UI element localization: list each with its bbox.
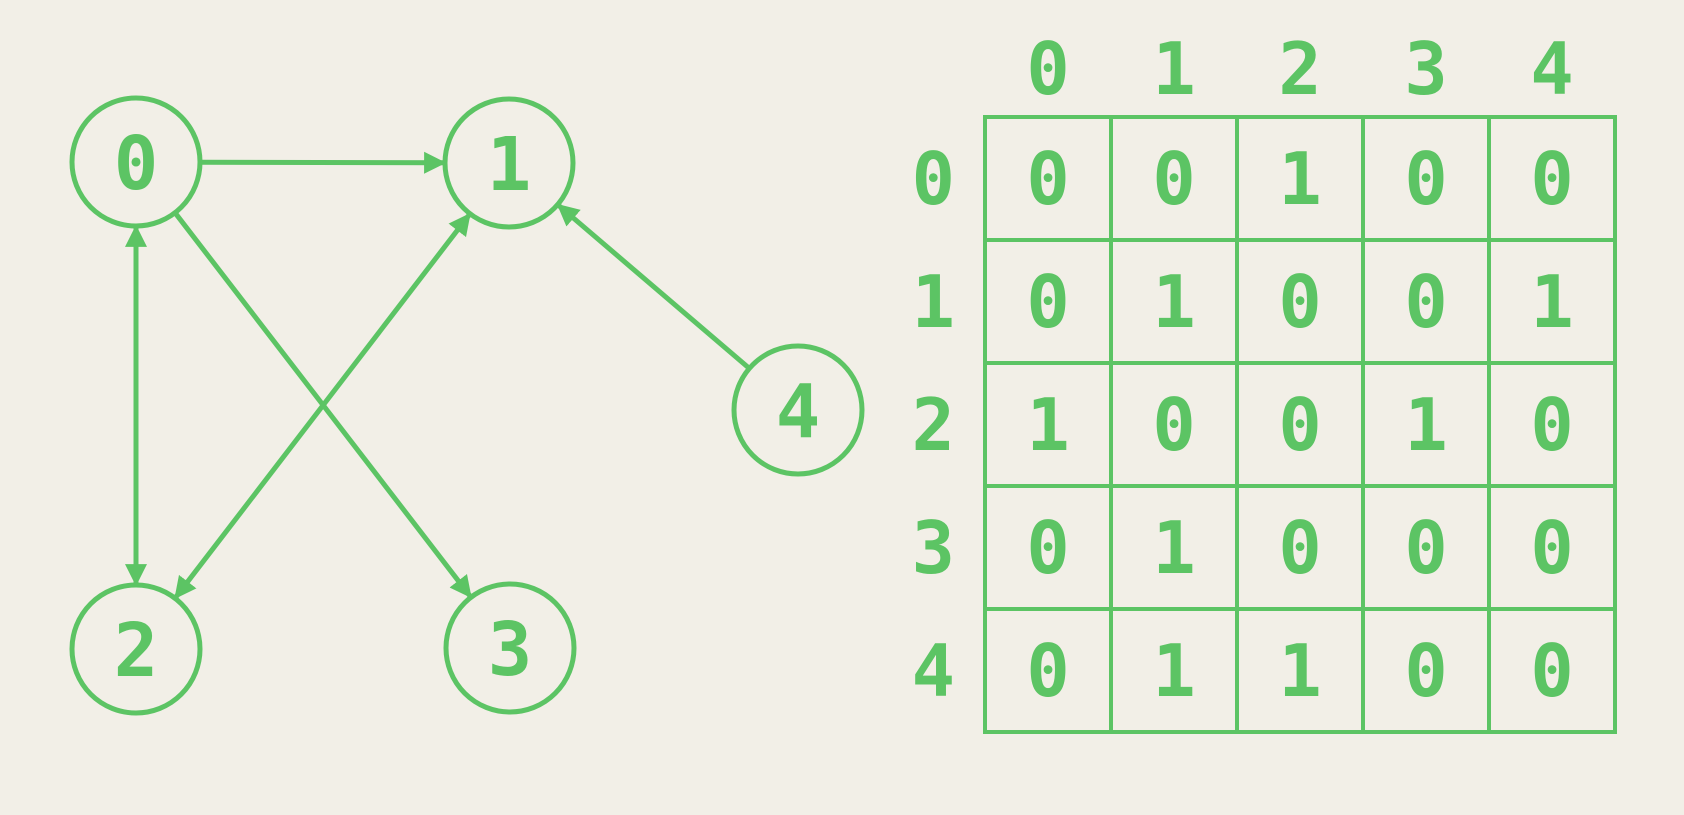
matrix-col-header-1: 1 (1152, 27, 1196, 111)
matrix-cell-0-1: 0 (1109, 115, 1239, 242)
matrix-cell-4-3: 0 (1361, 607, 1491, 734)
matrix-cell-0-4: 0 (1487, 115, 1617, 242)
graph-node-label-1: 1 (487, 122, 532, 208)
graph-node-0 (69, 95, 203, 229)
matrix-cell-1-3: 0 (1361, 238, 1491, 365)
matrix-cell-3-2: 0 (1235, 484, 1365, 611)
matrix-row-header-0: 0 (911, 136, 955, 221)
matrix-cell-2-0: 1 (983, 361, 1113, 488)
matrix-cell-2-1: 0 (1109, 361, 1239, 488)
edge-0-to-1 (199, 151, 447, 174)
matrix-row-header-4: 4 (911, 628, 955, 713)
matrix-cell-4-2: 1 (1235, 607, 1365, 734)
matrix-col-header-4: 4 (1530, 27, 1574, 111)
matrix-cell-2-4: 0 (1487, 361, 1617, 488)
graph-node-4 (731, 343, 865, 477)
matrix-row-header-3: 3 (911, 505, 955, 590)
graph-node-3 (443, 581, 577, 715)
graph-node-label-3: 3 (488, 607, 533, 693)
graph-node-label-2: 2 (114, 608, 159, 694)
matrix-cell-4-4: 0 (1487, 607, 1617, 734)
matrix-cell-2-3: 1 (1361, 361, 1491, 488)
matrix-col-header-2: 2 (1278, 27, 1322, 111)
matrix-cell-1-2: 0 (1235, 238, 1365, 365)
matrix-cell-0-3: 0 (1361, 115, 1491, 242)
matrix-cell-3-1: 1 (1109, 484, 1239, 611)
matrix-cell-1-4: 1 (1487, 238, 1617, 365)
matrix-cell-0-2: 1 (1235, 115, 1365, 242)
matrix-row-header-1: 1 (911, 259, 955, 344)
matrix-cell-1-0: 0 (983, 238, 1113, 365)
graph-node-label-0: 0 (114, 121, 159, 207)
edge-2-to-1-bidirectional (173, 212, 472, 600)
matrix-cell-3-0: 0 (983, 484, 1113, 611)
graph-node-1 (442, 96, 576, 230)
matrix-corner-spacer (905, 23, 985, 117)
directed-graph-diagram: 0 1 2 3 4 (69, 95, 865, 716)
matrix-row-header-2: 2 (911, 382, 955, 467)
matrix-cell-0-0: 0 (983, 115, 1113, 242)
matrix-col-header-0: 0 (1026, 27, 1070, 111)
edge-4-to-1 (556, 202, 751, 371)
matrix-cell-4-0: 0 (983, 607, 1113, 734)
matrix-cell-4-1: 1 (1109, 607, 1239, 734)
graph-node-label-4: 4 (776, 369, 821, 455)
matrix-cell-3-3: 0 (1361, 484, 1491, 611)
matrix-cell-2-2: 0 (1235, 361, 1365, 488)
matrix-col-header-3: 3 (1404, 27, 1448, 111)
matrix-cell-3-4: 0 (1487, 484, 1617, 611)
graph-node-2 (69, 582, 203, 716)
matrix-cell-1-1: 1 (1109, 238, 1239, 365)
